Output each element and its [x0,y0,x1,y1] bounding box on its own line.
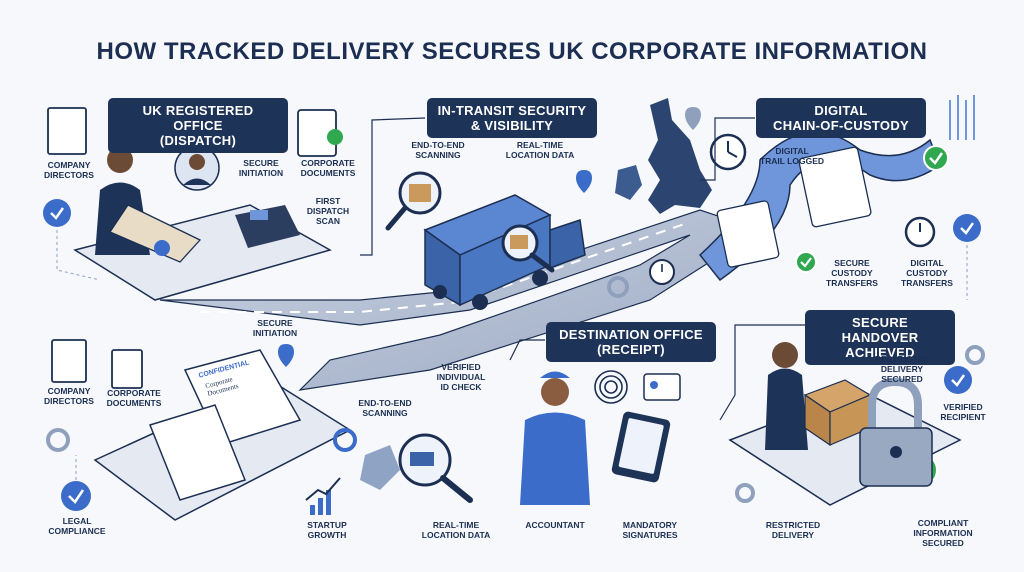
recipient-figure [765,342,872,450]
stopwatch-icon [904,216,936,248]
fingerprint-icon [594,370,628,404]
shield-check-icon [43,199,71,227]
clock-icon [709,133,747,171]
custody-certificate-2 [716,200,780,268]
gear-blue-icon [333,428,357,452]
gear-icon [46,276,985,503]
id-card-icon [643,373,681,401]
doc-check-icon [297,109,343,157]
panel-transit-line2: & VISIBILITY [470,118,554,133]
panel-custody-line2: CHAIN-OF-CUSTODY [773,118,909,133]
panel-handover-line2: ACHIEVED [845,345,915,360]
panel-destination-line1: DESTINATION OFFICE [559,327,703,342]
tablet-icon [611,411,671,483]
location-pin-icon [278,107,701,367]
card-reader [235,205,300,248]
magnifier-icon [501,224,555,273]
tracking-magnifier-icon [360,433,473,503]
connector-lines [360,117,805,421]
verified-badge-icon [944,366,972,394]
dashed-connectors [56,230,968,480]
paper-stack-icon [47,107,143,389]
director-figure [95,147,202,263]
legal-badge-icon [61,481,91,511]
road-centre-line [200,221,691,313]
page-title: HOW TRACKED DELIVERY SECURES UK CORPORAT… [96,38,928,65]
avatar-figure [174,145,220,191]
label-accountant: ACCOUNTANT [525,520,585,530]
panel-custody: DIGITAL CHAIN-OF-CUSTODY [756,98,926,138]
panel-handover-line1: SECURE HANDOVER [841,315,919,345]
ireland-map [615,165,642,200]
panel-transit-line1: IN-TRANSIT SECURITY [437,103,587,118]
panel-destination: DESTINATION OFFICE (RECEIPT) [546,322,716,362]
growth-chart-icon [305,477,341,515]
panel-transit: IN-TRANSIT SECURITY & VISIBILITY [427,98,597,138]
shield-check-icon [953,214,981,242]
check-circle-icon [923,145,949,171]
check-circle-icon [795,251,817,273]
accountant-figure [520,371,590,505]
panel-dispatch: UK REGISTERED OFFICE (DISPATCH) [108,98,288,153]
panel-destination-line2: (RECEIPT) [597,342,665,357]
uk-map [648,98,712,214]
panel-handover: SECURE HANDOVER ACHIEVED [805,310,955,365]
padlock-icon [859,377,933,487]
document-scroll [149,349,302,501]
panel-dispatch-line1: UK REGISTERED OFFICE [142,103,254,133]
equalizer-icon [949,95,975,140]
panel-dispatch-line2: (DISPATCH) [159,133,237,148]
panel-custody-line1: DIGITAL [814,103,868,118]
custody-certificate [798,146,872,228]
small-clock-icon [649,259,675,285]
scan-magnifier-icon [385,171,442,231]
